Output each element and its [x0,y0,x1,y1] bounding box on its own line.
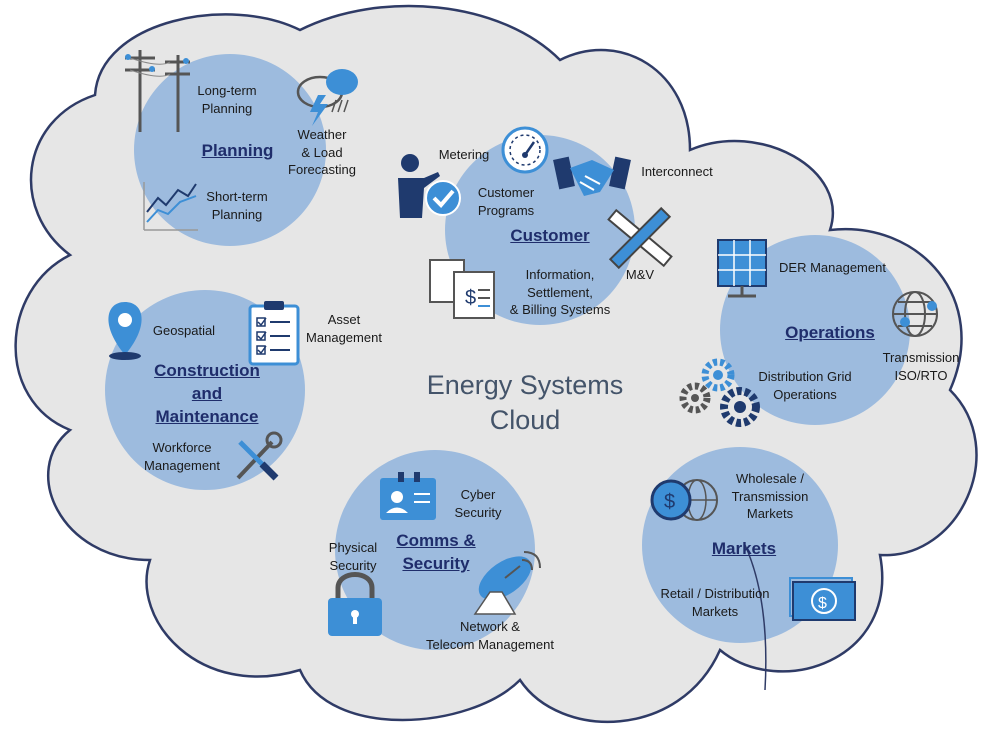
billing-line-1: Information, [525,267,595,282]
handshake-icon [553,156,631,196]
svg-text:$: $ [664,491,675,513]
construction-title-line-2: and [191,383,223,403]
weather-line-2: & Load [301,144,343,160]
asset-management-label: Asset Management [298,311,390,346]
wholesale-line-1: Wholesale / [736,471,804,486]
workforce-management-label: Workforce Management [134,439,230,474]
planning-title[interactable]: Planning [201,141,274,160]
wholesale-markets-label: Wholesale / Transmission Markets [722,470,818,523]
weather-line-3: Forecasting [288,162,356,178]
distribution-line-1: Distribution Grid [758,369,852,384]
planning-circle [134,54,326,246]
wholesale-line-3: Markets [746,506,794,522]
asset-line-1: Asset [327,312,361,327]
dollar-globe-icon: $ [650,479,718,521]
wholesale-line-2: Transmission [731,488,809,504]
markets-divider-line [744,544,767,691]
customer-title[interactable]: Customer [510,226,590,245]
cyber-security-label: Cyber Security [446,486,510,521]
physical-line-2: Security [329,557,377,573]
cyber-line-2: Security [454,504,502,520]
metering-label: Metering [438,147,490,162]
retail-line-2: Markets [691,603,739,619]
interconnect-label: Interconnect [641,164,713,179]
mv-label: M&V [625,267,655,282]
comms-title-line-1: Comms & [396,531,476,550]
comms-security-title[interactable]: Comms & Security [388,530,484,576]
network-line-2: Telecom Management [426,636,554,652]
transmission-line-2: ISO/RTO [894,367,948,383]
satellite-dish-icon [473,551,541,615]
solar-panel-icon [717,239,767,298]
padlock-icon [328,572,382,636]
construction-title-line-1: Construction [154,361,260,380]
billing-line-3: & Billing Systems [509,302,611,318]
cyber-line-1: Cyber [460,487,496,502]
billing-line-2: Settlement, [527,284,593,300]
short-term-line-2: Planning [211,206,263,222]
long-term-line-1: Long-term [197,83,257,98]
construction-title-line-3: Maintenance [155,406,259,426]
short-term-planning-label: Short-term Planning [192,188,282,223]
operations-title[interactable]: Operations [785,323,875,342]
asset-line-2: Management [306,329,382,345]
presenter-check-icon [398,154,461,218]
clipboard-checklist-icon [248,301,300,366]
der-management-label: DER Management [779,260,886,275]
transmission-line-1: Transmission [882,350,960,365]
long-term-planning-label: Long-term Planning [182,82,272,117]
workforce-line-1: Workforce [152,440,212,455]
gears-icon [679,358,760,427]
long-term-line-2: Planning [201,100,253,116]
customer-programs-line-2: Programs [477,202,535,218]
id-badge-icon [380,472,436,520]
retail-line-1: Retail / Distribution [660,586,770,601]
transmission-iso-label: Transmission ISO/RTO [872,349,970,384]
network-globe-icon [892,291,938,337]
network-telecom-label: Network & Telecom Management [410,618,570,653]
workforce-line-2: Management [144,457,220,473]
map-pin-icon [108,302,142,360]
svg-text:$: $ [818,595,827,612]
physical-security-label: Physical Security [320,539,386,574]
construction-title[interactable]: Construction and Maintenance [148,360,266,429]
customer-programs-label: Customer Programs [466,184,546,219]
wrench-screwdriver-icon [236,431,283,481]
operations-circle [720,235,910,425]
weather-forecasting-label: Weather & Load Forecasting [280,126,364,179]
power-pole-icon [125,50,190,132]
distribution-grid-label: Distribution Grid Operations [746,368,864,403]
markets-title[interactable]: Markets [711,539,777,558]
money-bill-icon: $ [789,577,856,621]
weather-line-1: Weather [297,127,347,142]
cloud-title: Energy Systems Cloud [400,368,650,438]
gauge-icon [501,126,549,174]
bill-document-icon: $ [429,259,495,319]
billing-systems-label: Information, Settlement, & Billing Syste… [500,266,620,319]
svg-text:$: $ [465,287,476,309]
cloud-title-line-2: Cloud [489,405,561,436]
weather-cloud-icon [296,69,358,126]
ruler-pencil-icon [607,206,673,270]
cloud-title-line-1: Energy Systems [426,370,624,400]
short-term-line-1: Short-term [206,189,268,204]
customer-programs-line-1: Customer [477,185,535,200]
comms-title-line-2: Security [402,553,470,573]
line-graph-icon [143,182,198,231]
geospatial-label: Geospatial [152,323,216,338]
retail-markets-label: Retail / Distribution Markets [644,585,786,620]
physical-line-1: Physical [328,540,378,555]
distribution-line-2: Operations [773,386,837,402]
network-line-1: Network & [460,619,520,634]
